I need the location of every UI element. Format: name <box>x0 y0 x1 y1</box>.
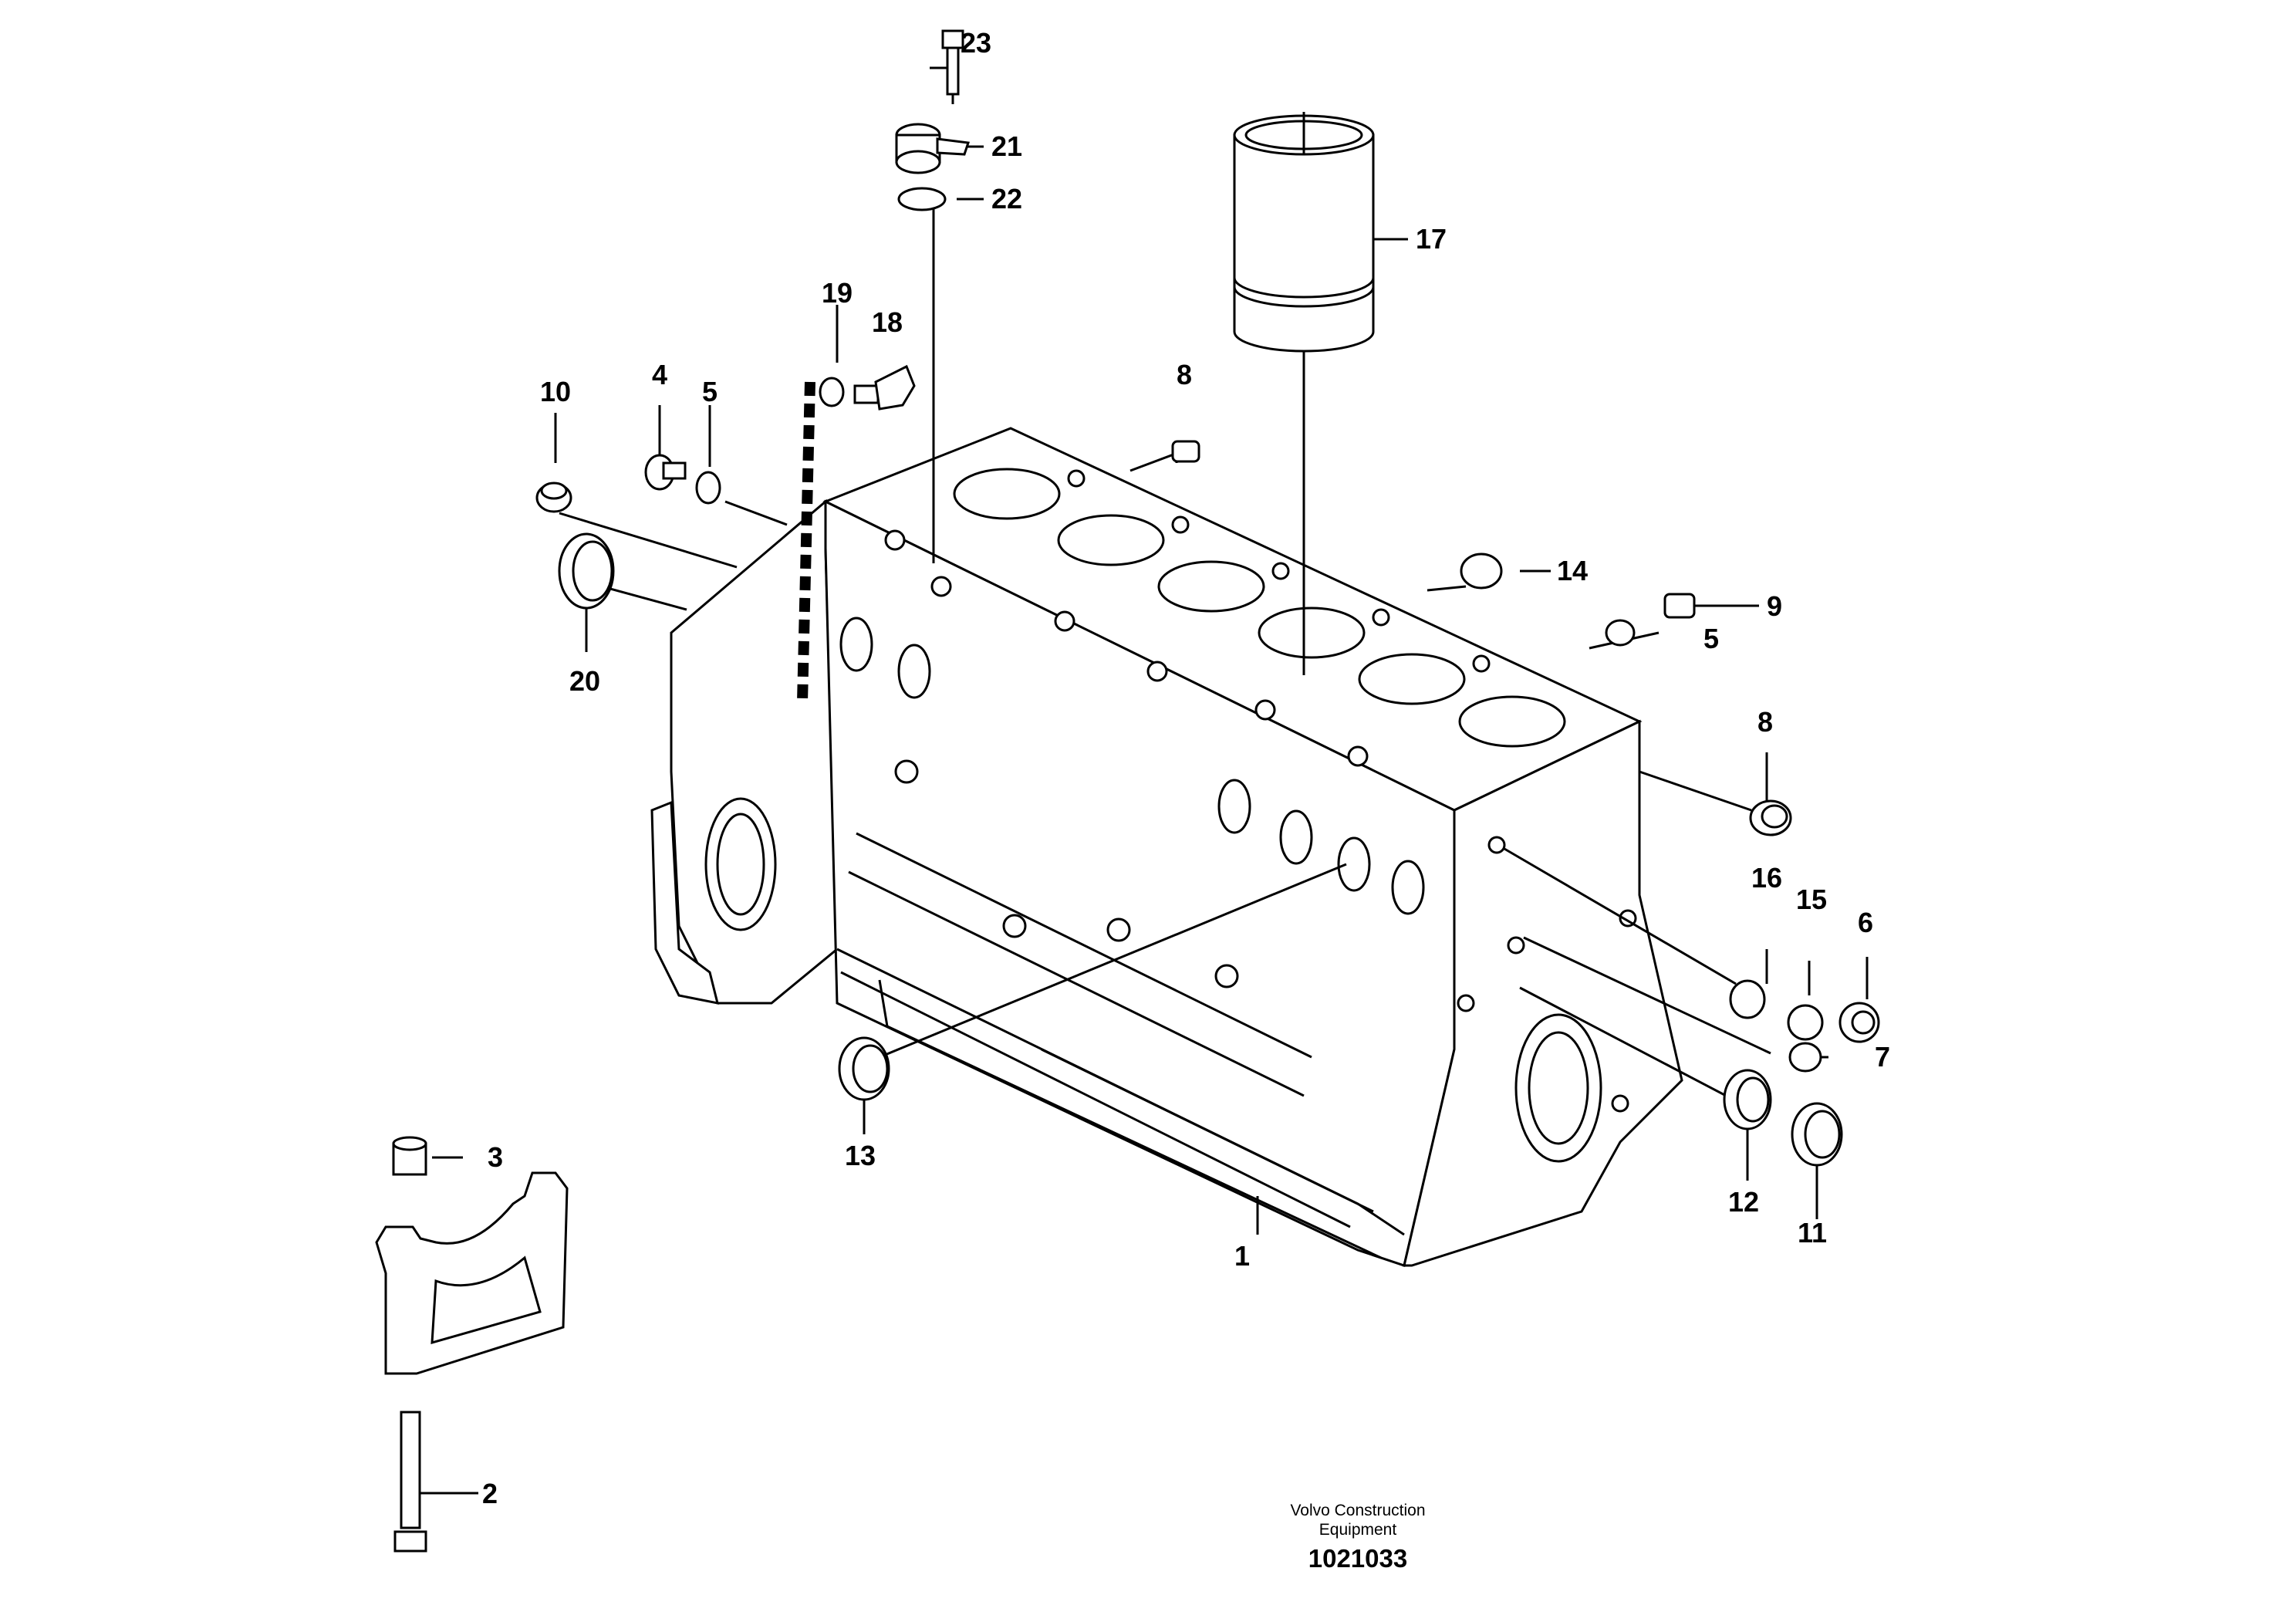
callout-4: 4 <box>652 359 667 390</box>
cap-14 <box>1460 552 1503 590</box>
cylinder-block <box>650 427 1683 1267</box>
callout-8-right: 8 <box>1757 706 1773 738</box>
callout-3: 3 <box>488 1141 503 1173</box>
main-bearing-cap <box>375 1171 569 1375</box>
plug-8-top <box>1171 440 1200 463</box>
cylinder-liner-17 <box>1233 112 1375 353</box>
plug-6 <box>1838 1002 1880 1043</box>
callout-10: 10 <box>540 376 571 407</box>
callout-20: 20 <box>569 665 600 697</box>
brand-line-1: Volvo Construction <box>1290 1502 1426 1519</box>
fitting-21 <box>895 123 971 174</box>
o-ring-22 <box>897 187 947 211</box>
callouts: 1 2 3 4 5 5 6 7 8 8 9 10 11 12 13 14 15 … <box>482 27 1890 1509</box>
callout-13: 13 <box>845 1140 876 1171</box>
plug-18 <box>853 364 916 411</box>
seal-13 <box>838 1036 890 1101</box>
washer-19 <box>819 377 845 407</box>
callout-15: 15 <box>1796 884 1827 915</box>
plug-16 <box>1729 979 1766 1019</box>
dipstick-tube <box>797 381 815 703</box>
plug-7 <box>1788 1042 1822 1073</box>
callout-8-top: 8 <box>1177 359 1192 390</box>
callout-14: 14 <box>1557 555 1588 586</box>
plug-9 <box>1663 593 1696 619</box>
callout-1: 1 <box>1234 1240 1250 1272</box>
callout-19: 19 <box>822 277 853 309</box>
washer-5 <box>695 471 721 505</box>
plug-15 <box>1787 1004 1824 1041</box>
callout-16: 16 <box>1751 862 1782 894</box>
callout-11: 11 <box>1798 1217 1827 1249</box>
seal-20 <box>558 532 615 610</box>
callout-2: 2 <box>482 1478 498 1509</box>
plug-10 <box>535 482 572 513</box>
washer-5-right <box>1605 619 1636 647</box>
callout-17: 17 <box>1416 223 1447 255</box>
callout-6: 6 <box>1858 907 1873 938</box>
diagram-caption: Volvo Construction Equipment 1021033 <box>1204 1501 1512 1573</box>
sleeve-3 <box>392 1136 427 1176</box>
leader-lines <box>411 66 1869 1495</box>
callout-12: 12 <box>1728 1186 1759 1218</box>
brand-line-2: Equipment <box>1319 1521 1397 1539</box>
callout-5-right: 5 <box>1703 623 1719 654</box>
document-number: 1021033 <box>1308 1544 1408 1573</box>
callout-22: 22 <box>991 183 1022 215</box>
callout-5: 5 <box>702 376 718 407</box>
bolt-2 <box>393 1411 427 1553</box>
plug-8-right <box>1749 799 1792 836</box>
seal-11 <box>1791 1102 1843 1167</box>
bolt-23 <box>941 29 964 96</box>
callout-23: 23 <box>961 27 991 59</box>
callout-18: 18 <box>872 306 903 338</box>
seal-12 <box>1723 1069 1772 1130</box>
callout-7: 7 <box>1875 1041 1890 1073</box>
screw-4 <box>644 454 687 491</box>
callout-21: 21 <box>991 130 1022 162</box>
callout-9: 9 <box>1767 590 1782 622</box>
